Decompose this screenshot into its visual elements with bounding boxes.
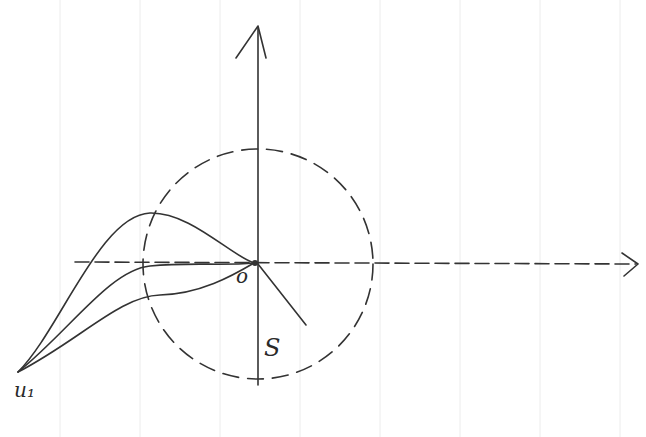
y-axis-arrowhead [236, 26, 266, 58]
point-label: u₁ [14, 380, 35, 400]
radius-label: S [264, 336, 280, 360]
y-axis [257, 28, 259, 385]
path-curve [18, 213, 254, 372]
origin-label: o [236, 266, 248, 286]
path-curve [18, 263, 254, 372]
origin-point [252, 260, 258, 266]
radius-line [258, 264, 306, 325]
paper-grid [60, 0, 620, 437]
x-axis [75, 262, 636, 264]
x-axis-arrowhead [622, 253, 638, 276]
path-curve [18, 263, 254, 372]
